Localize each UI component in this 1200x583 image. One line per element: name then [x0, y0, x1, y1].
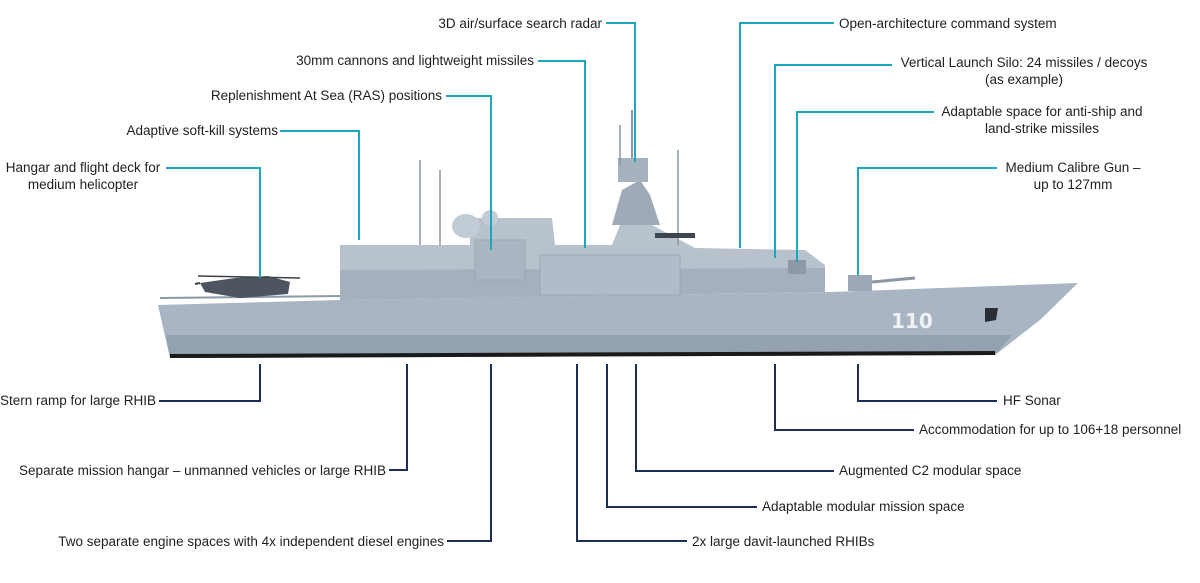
leader-stern: [159, 364, 261, 402]
label-hangar: Hangar and flight deck for medium helico…: [5, 160, 161, 192]
leader-mission-hangar: [389, 364, 408, 471]
label-engines: Two separate engine spaces with 4x indep…: [58, 534, 444, 549]
leader-cannons: [538, 60, 586, 248]
label-cannons: 30mm cannons and lightweight missiles: [296, 53, 534, 68]
leader-antiship: [796, 111, 934, 262]
label-vls: Vertical Launch Silo: 24 missiles / deco…: [900, 55, 1148, 87]
label-davit: 2x large davit-launched RHIBs: [692, 534, 875, 549]
bow-emblem-icon: [985, 308, 998, 322]
leader-gun: [857, 167, 997, 275]
leader-vls: [774, 64, 892, 258]
label-modular: Adaptable modular mission space: [762, 499, 965, 514]
helicopter: [194, 275, 301, 298]
leader-accommodation: [774, 364, 914, 431]
leader-modular: [606, 364, 757, 508]
waterline: [169, 351, 996, 358]
leader-c2: [635, 364, 834, 472]
label-radar: 3D air/surface search radar: [438, 16, 602, 31]
leader-softkill: [280, 130, 360, 240]
leader-radar: [606, 22, 636, 162]
label-mission-hangar: Separate mission hangar – unmanned vehic…: [19, 463, 386, 478]
label-antiship: Adaptable space for anti-ship and land-s…: [941, 104, 1143, 136]
lower-leader-lines: [159, 364, 997, 542]
leader-command: [739, 22, 834, 248]
leader-ras: [446, 95, 492, 250]
label-softkill: Adaptive soft-kill systems: [126, 123, 278, 138]
label-command: Open-architecture command system: [839, 16, 1057, 31]
upper-leader-lines: [166, 22, 997, 278]
leader-engines: [447, 364, 492, 542]
label-c2: Augmented C2 modular space: [839, 463, 1022, 478]
label-sonar: HF Sonar: [1003, 393, 1061, 408]
label-ras: Replenishment At Sea (RAS) positions: [210, 88, 442, 103]
label-stern: Stern ramp for large RHIB: [0, 393, 156, 408]
leader-davit: [576, 364, 687, 542]
label-accommodation: Accommodation for up to 106+18 personnel: [919, 422, 1182, 437]
leader-sonar: [857, 364, 997, 402]
hull-number: 110: [891, 309, 933, 333]
mast: [612, 180, 660, 225]
ship-illustration: 110: [158, 110, 1078, 358]
leader-hangar: [166, 167, 261, 278]
label-gun: Medium Calibre Gun – up to 127mm: [1005, 160, 1141, 192]
